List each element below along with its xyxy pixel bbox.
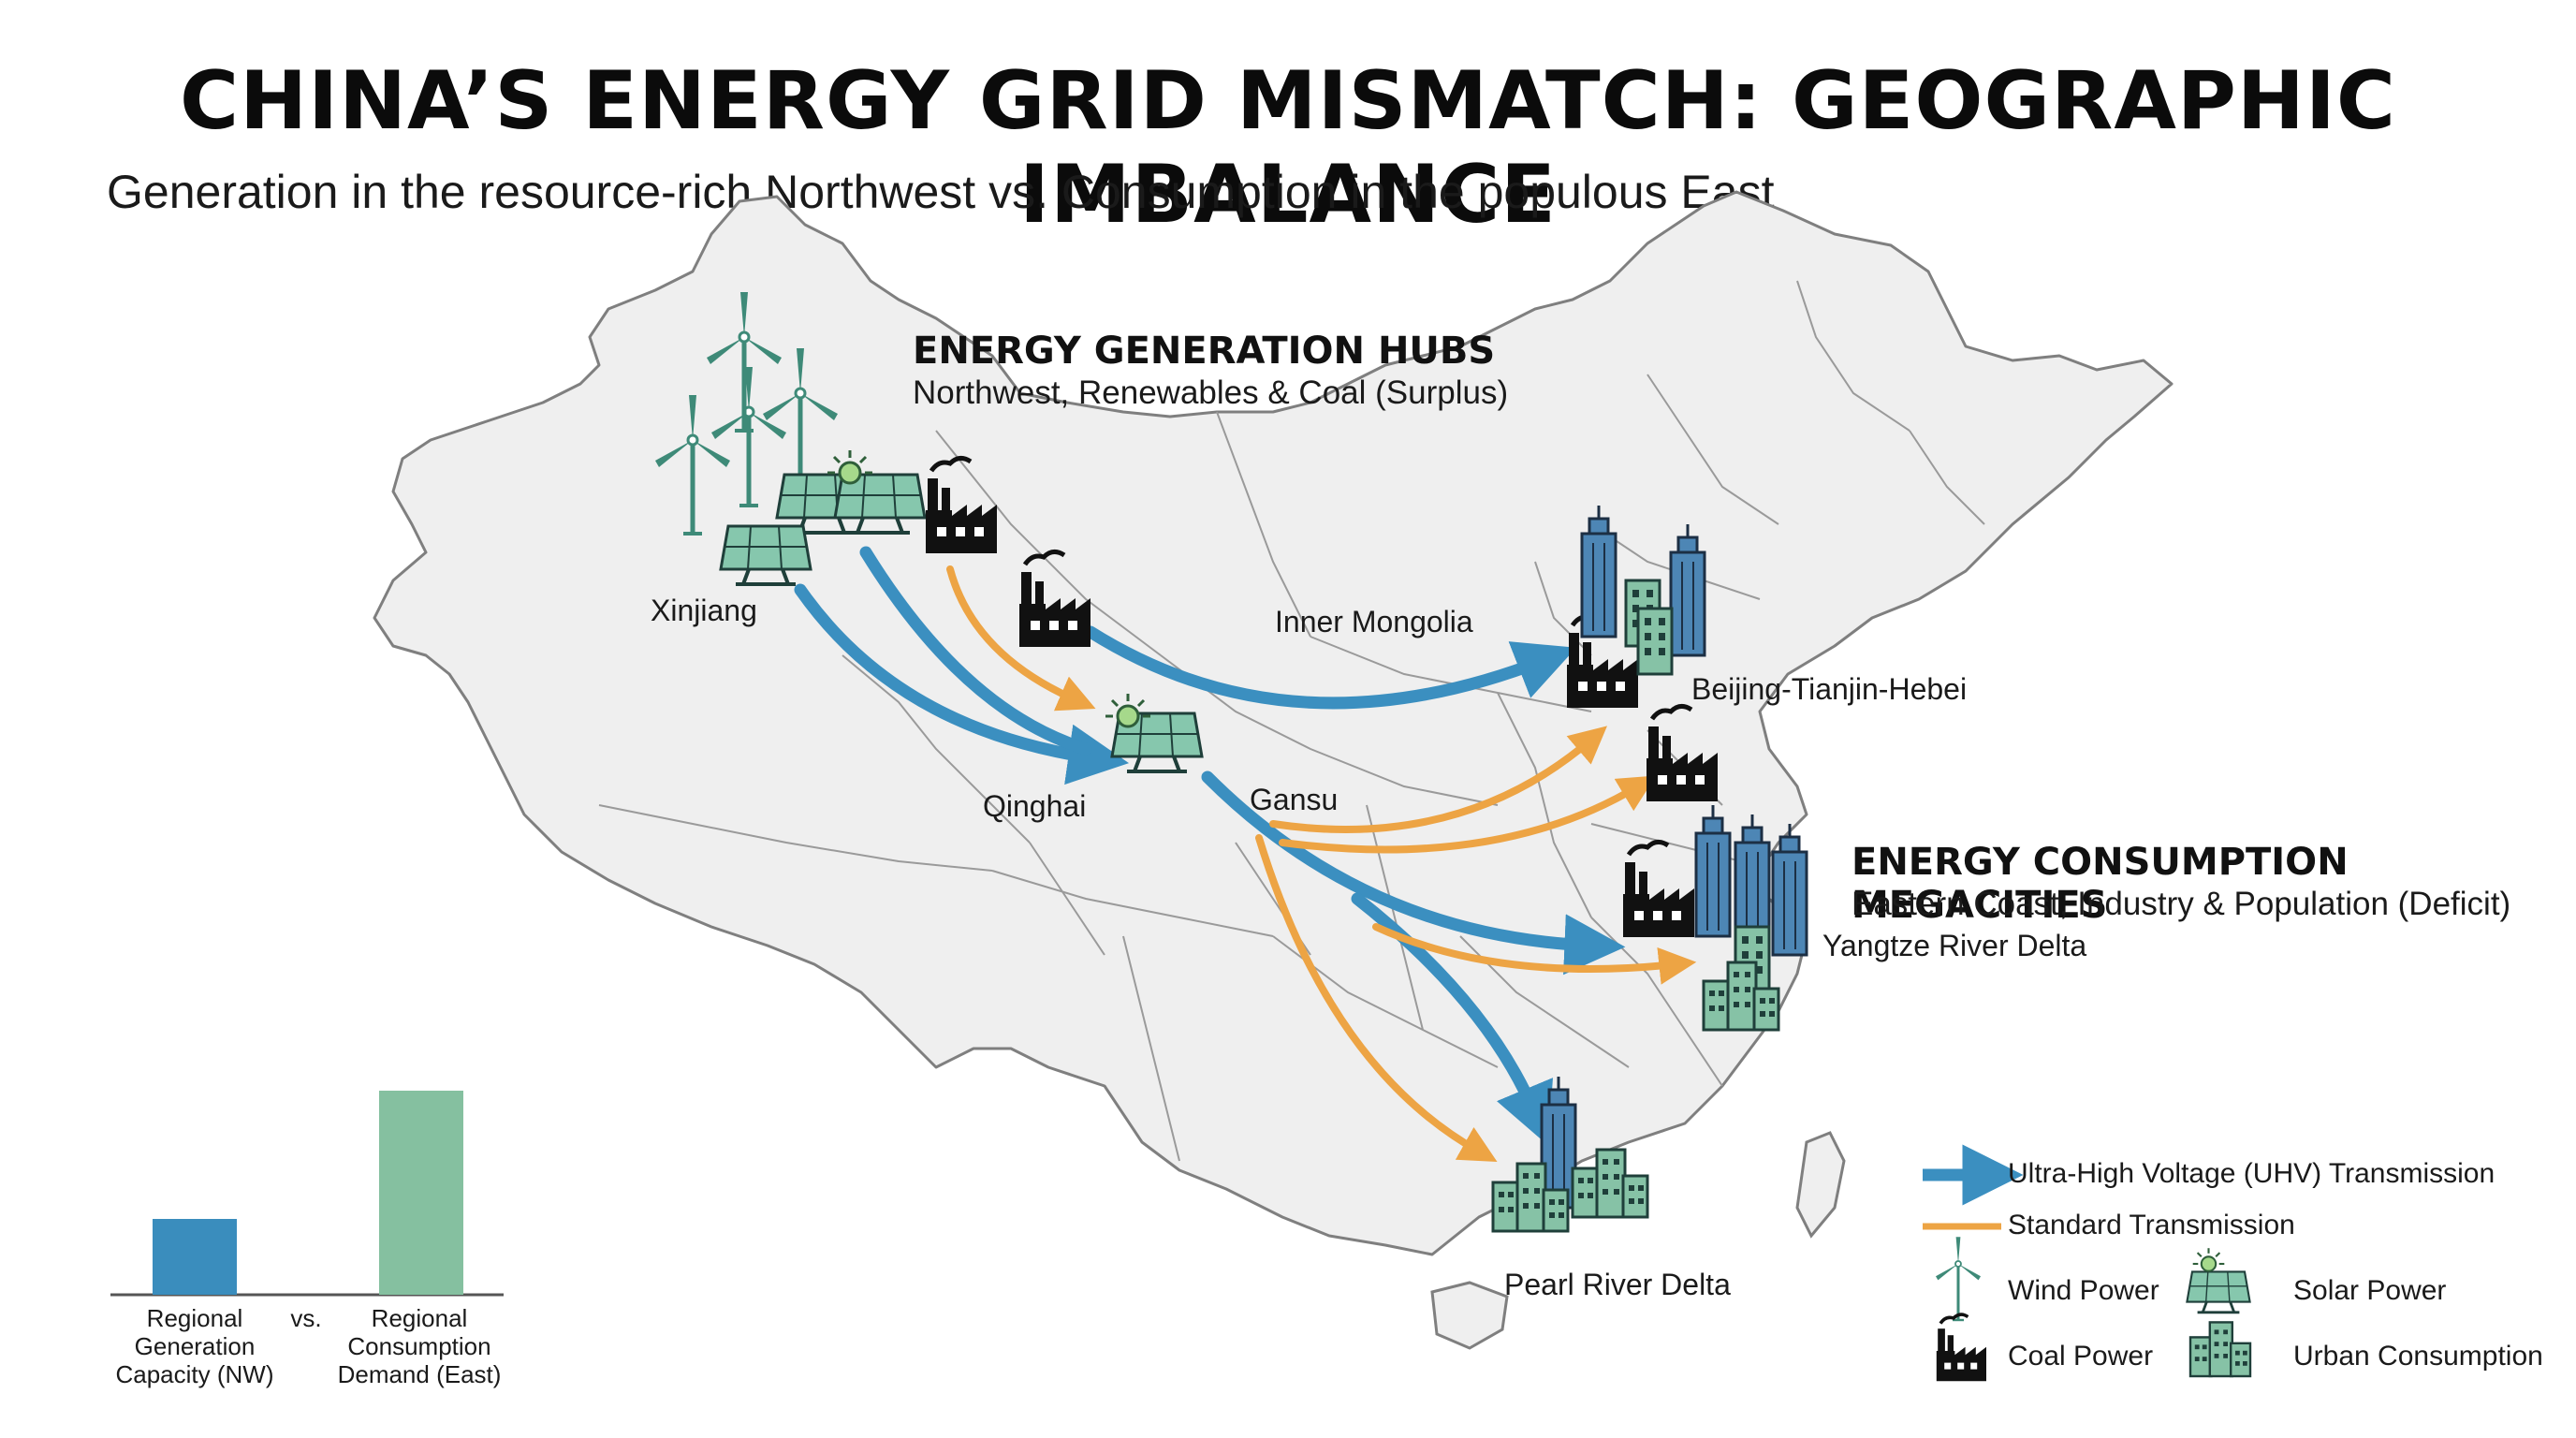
legend-wind-label: Wind Power (2008, 1275, 2159, 1306)
region-label-yangtze: Yangtze River Delta (1822, 929, 2087, 962)
legend-urban-label: Urban Consumption (2293, 1341, 2543, 1372)
std-line-gansu-yangtze (1372, 923, 1697, 985)
consumption-heading: ENERGY CONSUMPTION MEGACITIES (1852, 841, 2349, 927)
generation-bar-label: Regional Generation Capacity (NW) (115, 1304, 274, 1388)
region-label-beijing: Beijing-Tianjin-Hebei (1691, 672, 1968, 706)
transmission-lines (794, 546, 1697, 1162)
hainan-island (1430, 1281, 1509, 1350)
uhv-line-gansu-yangtze (1201, 770, 1626, 976)
uhv-line-gansu-pearl (1351, 892, 1553, 1146)
region-label-pearl: Pearl River Delta (1504, 1268, 1731, 1301)
uhv-line-mongolia-beijing (1084, 625, 1576, 710)
wind-turbine-icon (1934, 1235, 1983, 1322)
consumption-bar-label: Regional Consumption Demand (East) (337, 1304, 502, 1388)
comparison-chart (110, 1091, 504, 1297)
legend-standard-label: Standard Transmission (2008, 1210, 2295, 1240)
taiwan-island (1795, 1131, 1846, 1239)
region-label-gansu: Gansu (1250, 783, 1339, 816)
sun-icon (2191, 1247, 2226, 1272)
building-icon (1636, 607, 1674, 676)
std-line-gansu-beijing (1269, 726, 1608, 833)
generation-hubs-heading: ENERGY GENERATION HUBS (913, 330, 1496, 373)
page-title: CHINA’S ENERGY GRID MISMATCH: GEOGRAPHIC… (179, 54, 2396, 242)
legend-coal-label: Coal Power (2008, 1341, 2154, 1372)
city-cluster-icon (2188, 1321, 2252, 1378)
uhv-line-xinjiang-gansu (859, 546, 1092, 756)
legend-solar-label: Solar Power (2293, 1275, 2447, 1306)
std-line-gansu-pearl (1255, 834, 1498, 1162)
std-line-coal-qinghai (946, 565, 1096, 712)
generation-hubs-subheading: Northwest, Renewables & Coal (Surplus) (913, 374, 1509, 411)
region-label-qinghai: Qinghai (983, 789, 1087, 823)
region-label-inner-mongolia: Inner Mongolia (1275, 605, 1473, 638)
legend (1923, 1144, 2252, 1383)
yangtze-city-cluster (1694, 803, 1808, 1032)
generation-bar (153, 1219, 237, 1295)
consumption-bar (379, 1091, 463, 1295)
consumption-subheading: Eastern Coast, Industry & Population (De… (1852, 886, 2511, 922)
std-line-gansu-hebei (1279, 775, 1657, 854)
coal-plant-icon (1935, 1313, 1988, 1383)
legend-uhv-label: Ultra-High Voltage (UHV) Transmission (2008, 1158, 2496, 1189)
solar-panel-icon (2185, 1270, 2252, 1314)
region-label-xinjiang: Xinjiang (651, 594, 757, 627)
uhv-line-xinjiang-qinghai (794, 583, 1130, 785)
page-subtitle: Generation in the resource-rich Northwes… (107, 166, 1775, 218)
vs-label: vs. (290, 1304, 322, 1332)
